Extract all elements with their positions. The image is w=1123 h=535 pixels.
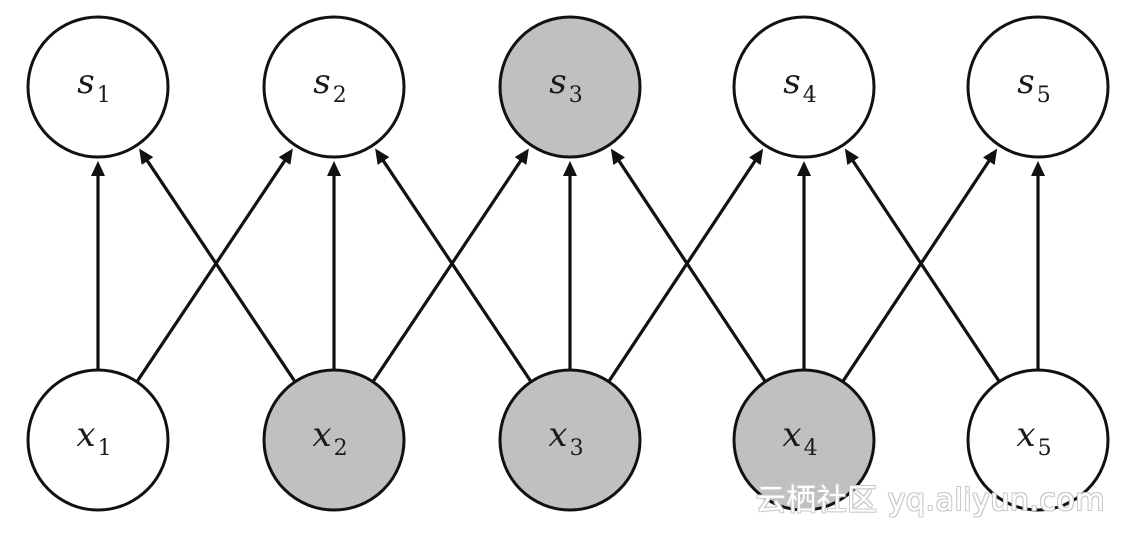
node-label-subscript: 4	[804, 436, 818, 461]
edge-x2-to-s2	[327, 161, 341, 370]
node-label: s1	[77, 62, 110, 108]
node-label-subscript: 5	[1038, 436, 1052, 461]
node-s4: s4	[732, 15, 876, 159]
edge-line	[381, 158, 533, 383]
node-label-base: s	[1017, 62, 1034, 102]
node-label-subscript: 5	[1037, 83, 1051, 108]
arrowhead-icon	[514, 148, 529, 165]
node-circle	[262, 15, 406, 159]
node-label: s5	[1017, 62, 1050, 108]
arrowhead-icon	[797, 161, 811, 176]
node-label-subscript: 2	[333, 83, 347, 108]
arrowhead-icon	[375, 148, 390, 165]
edge-line	[850, 158, 1001, 383]
node-label: x2	[312, 415, 347, 461]
node-circle	[26, 15, 170, 159]
node-label-subscript: 3	[569, 83, 583, 108]
node-x4: x4	[732, 368, 876, 512]
edges-layer	[91, 148, 1045, 383]
node-label-subscript: 1	[98, 436, 112, 461]
edge-x3-to-s3	[563, 161, 577, 370]
arrowhead-icon	[982, 148, 998, 166]
node-label: s3	[549, 62, 582, 108]
node-label-base: x	[548, 415, 567, 455]
watermark-text: 云栖社区 yq.aliyun.com	[755, 483, 1105, 518]
arrowhead-icon	[563, 161, 577, 176]
node-label-base: s	[783, 62, 800, 102]
node-s1: s1	[26, 15, 170, 159]
arrowhead-icon	[327, 161, 341, 176]
node-label-base: x	[76, 415, 95, 455]
arrowhead-icon	[610, 148, 626, 166]
edge-line	[607, 158, 758, 383]
edge-x4-to-s3	[610, 148, 767, 383]
edge-x1-to-s1	[91, 161, 105, 370]
edge-x4-to-s5	[841, 148, 998, 383]
edge-x5-to-s4	[844, 148, 1001, 383]
arrowhead-icon	[748, 148, 764, 166]
node-circle	[262, 368, 406, 512]
edge-x3-to-s4	[607, 148, 764, 383]
node-label-base: x	[312, 415, 331, 455]
node-label: x4	[782, 415, 817, 461]
node-circle	[498, 368, 642, 512]
node-label: x5	[1016, 415, 1051, 461]
node-s2: s2	[262, 15, 406, 159]
node-circle	[732, 368, 876, 512]
arrowhead-icon	[844, 148, 860, 166]
edge-line	[841, 158, 992, 383]
node-label-base: x	[782, 415, 801, 455]
node-x5: x5	[966, 368, 1110, 512]
node-label-base: s	[313, 62, 330, 102]
arrowhead-icon	[139, 148, 154, 165]
node-circle	[26, 368, 170, 512]
node-label: s4	[783, 62, 816, 108]
edge-x5-to-s5	[1031, 161, 1045, 370]
node-circle	[966, 15, 1110, 159]
node-label-subscript: 4	[803, 83, 817, 108]
edge-x1-to-s2	[135, 148, 293, 383]
node-label-subscript: 3	[570, 436, 584, 461]
node-label-base: s	[549, 62, 566, 102]
arrowhead-icon	[91, 161, 105, 176]
arrowhead-icon	[1031, 161, 1045, 176]
node-label-subscript: 2	[334, 436, 348, 461]
node-x2: x2	[262, 368, 406, 512]
node-circle	[732, 15, 876, 159]
node-circle	[498, 15, 642, 159]
node-label: x1	[76, 415, 111, 461]
node-s5: s5	[966, 15, 1110, 159]
node-x3: x3	[498, 368, 642, 512]
node-circle	[966, 368, 1110, 512]
arrowhead-icon	[278, 148, 293, 165]
node-label-base: s	[77, 62, 94, 102]
edge-x2-to-s1	[139, 148, 297, 383]
edge-line	[371, 158, 523, 383]
node-x1: x1	[26, 368, 170, 512]
edge-x3-to-s2	[375, 148, 533, 383]
edge-x2-to-s3	[371, 148, 529, 383]
edge-line	[616, 158, 767, 383]
node-label-base: x	[1016, 415, 1035, 455]
node-label: s2	[313, 62, 346, 108]
node-label-subscript: 1	[97, 83, 111, 108]
edge-line	[145, 158, 297, 383]
edge-line	[135, 158, 287, 383]
node-s3: s3	[498, 15, 642, 159]
edge-x4-to-s4	[797, 161, 811, 370]
node-label: x3	[548, 415, 583, 461]
